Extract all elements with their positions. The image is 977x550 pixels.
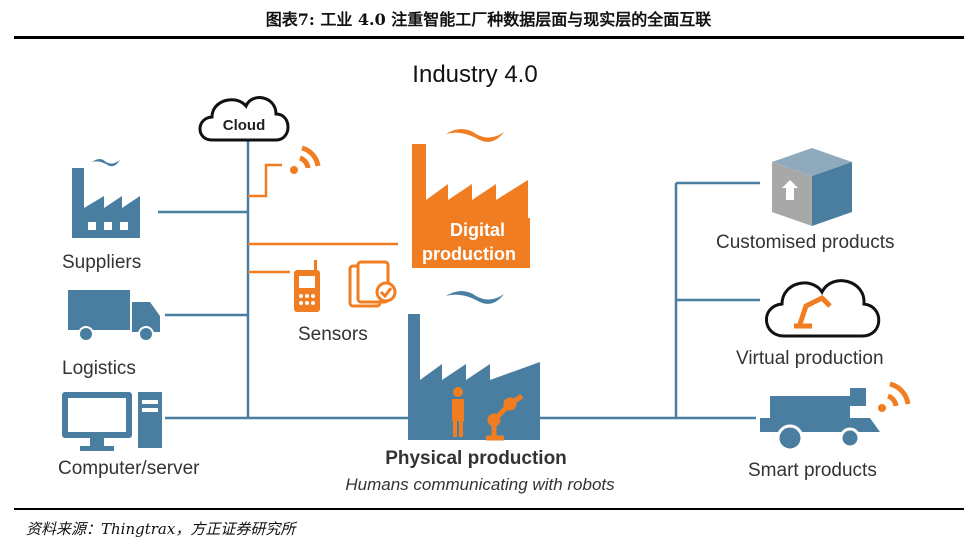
customised-label: Customised products — [716, 232, 894, 253]
clipboard-check-icon — [348, 260, 397, 308]
truck-icon — [68, 290, 160, 342]
digital-label-line1: Digital — [450, 220, 505, 240]
package-box-icon — [772, 148, 852, 226]
human-icon — [452, 387, 464, 437]
virtual-label: Virtual production — [736, 348, 884, 369]
cloud-icon — [198, 96, 290, 142]
digital-factory-icon — [412, 129, 530, 268]
source-note: 资料来源：Thingtrax，方正证券研究所 — [26, 520, 296, 538]
suppliers-label: Suppliers — [62, 252, 141, 273]
physical-sublabel: Humans communicating with robots — [345, 475, 615, 494]
figure-title: 图表7: 工业 4.0 注重智能工厂种数据层面与现实层的全面互联 — [265, 10, 712, 29]
physical-factory-icon — [408, 291, 540, 440]
orange-connectors — [248, 163, 398, 274]
harvester-icon — [760, 388, 880, 452]
smart-wifi-icon — [878, 381, 911, 412]
top-rule — [14, 36, 964, 39]
computer-icon — [62, 392, 162, 451]
computer-label: Computer/server — [58, 458, 200, 479]
bottom-rule — [14, 508, 964, 510]
sensors-label: Sensors — [298, 324, 368, 345]
robot-arm-icon — [486, 393, 524, 441]
physical-label: Physical production — [385, 448, 567, 469]
cloud-label: Cloud — [223, 117, 266, 134]
wifi-signal-icon — [290, 145, 321, 174]
digital-label-line2: production — [422, 244, 516, 264]
virtual-cloud-icon — [765, 279, 881, 338]
connector-lines — [158, 140, 760, 420]
virtual-robot-icon — [794, 294, 832, 329]
logistics-label: Logistics — [62, 358, 136, 379]
diagram-title: Industry 4.0 — [412, 61, 537, 88]
smart-label: Smart products — [748, 460, 877, 481]
phone-sensor-icon — [294, 260, 320, 312]
supplier-factory-icon — [72, 159, 140, 238]
